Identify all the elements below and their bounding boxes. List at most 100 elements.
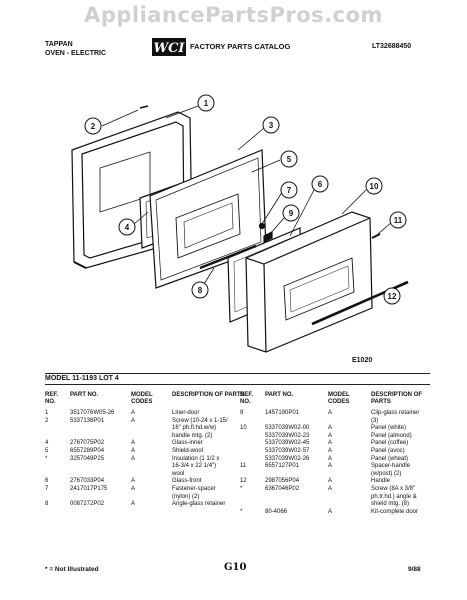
- model-code-cell: A: [328, 432, 333, 439]
- description-cell: Liner-door: [172, 410, 200, 416]
- description-cell: Clip-glass retainer (3): [371, 410, 420, 424]
- table-row: 12 2987056P04 A Handle: [240, 478, 444, 486]
- col-description: DESCRIPTION OF PARTS: [172, 392, 245, 398]
- model-code-cell: A: [328, 478, 333, 485]
- table-row: 5337039W02-45 A Panel (coffee): [240, 440, 444, 448]
- catalog-number: LT32688450: [372, 43, 412, 50]
- col-part-no: PART NO.: [70, 392, 99, 398]
- description-cell: Screw (10-24 x 1-15/ 16" ph.fl.hd.w/w) h…: [172, 417, 228, 439]
- model-line: MODEL 11-1193 LOT 4: [45, 375, 119, 382]
- catalog-title: FACTORY PARTS CATALOG: [190, 42, 291, 51]
- callout-7: 7: [287, 186, 292, 195]
- col-description: DESCRIPTION OF PARTS: [371, 392, 423, 405]
- model-code-cell: A: [328, 508, 333, 515]
- col-model-codes: MODEL CODES: [131, 392, 153, 405]
- spacer-handle: [371, 233, 381, 239]
- angle-glass-retainer: [199, 244, 257, 270]
- model-code-cell: A: [328, 447, 333, 454]
- callout-10: 10: [370, 182, 379, 191]
- callout-11: 11: [394, 216, 403, 225]
- ref-no-cell: *: [240, 485, 243, 492]
- ref-no-cell: [240, 433, 265, 441]
- model-code-cell: A: [131, 485, 136, 492]
- exploded-door-diagram: 1 2 3 4 5 6 7 8 9 10 11 12 E1020: [71, 94, 409, 364]
- table-row: 7 2417017P175 A Fastener-spacer (nylon) (2): [45, 486, 250, 501]
- ref-no-cell: 5: [45, 447, 49, 454]
- callout-8: 8: [198, 286, 203, 295]
- part-no-cell: 80-4066: [265, 508, 288, 515]
- divider-top: [45, 373, 430, 374]
- description-cell: Panel (avoc): [371, 447, 405, 454]
- description-cell: Panel (wheat): [371, 455, 409, 462]
- part-no-cell: 2987056P04: [265, 478, 300, 485]
- ref-no-cell: [240, 440, 265, 448]
- part-no-cell: 3257049P25: [70, 455, 105, 462]
- ref-no-cell: 12: [240, 478, 247, 485]
- ref-no-cell: 2: [45, 417, 49, 424]
- model-code-cell: A: [131, 447, 136, 454]
- parts-table-left: REF. NO. PART NO. MODEL CODES DESCRIPTIO…: [45, 392, 250, 509]
- description-cell: Spacer-handle (w/post) (2): [371, 463, 411, 477]
- part-no-cell: 2767033P04: [70, 478, 105, 485]
- description-cell: Panel (coffee): [371, 440, 409, 447]
- description-cell: Angle-glass retainer: [172, 501, 226, 508]
- watermark: AppliancePartsPros.com: [84, 3, 383, 27]
- ref-no-cell: [240, 456, 265, 464]
- col-ref-no: REF. NO.: [45, 392, 59, 405]
- callout-1: 1: [204, 99, 209, 108]
- description-cell: Kit-complete door: [371, 508, 419, 515]
- description-cell: Screw (8A x 3/8" ph.tr.hd.) angle & shie…: [371, 485, 417, 508]
- logo-text: WCI: [153, 41, 185, 56]
- ref-no-cell: 10: [240, 425, 247, 432]
- model-code-cell: A: [131, 417, 136, 424]
- ref-no-cell: 9: [240, 410, 244, 416]
- part-no-cell: 3517076W05-26: [70, 410, 115, 416]
- description-cell: Shield-wool: [172, 447, 204, 454]
- fastener-spacer: [258, 222, 266, 230]
- part-no-cell: 5337039W02-00: [265, 425, 310, 432]
- product-type: OVEN - ELECTRIC: [45, 50, 107, 57]
- part-no-cell: 5337039W02-23: [265, 432, 310, 439]
- ref-no-cell: 6: [45, 478, 49, 485]
- part-no-cell: 6557127P01: [265, 463, 300, 470]
- clip-glass-retainer: [263, 231, 273, 243]
- part-no-cell: 1457190P01: [265, 410, 300, 416]
- model-code-cell: A: [131, 455, 136, 462]
- ref-no-cell: 8: [45, 501, 49, 508]
- part-no-cell: 2417017P175: [70, 485, 108, 492]
- parts-table-right: REF. NO. PART NO. MODEL CODES DESCRIPTIO…: [240, 392, 444, 516]
- ref-no-cell: *: [45, 455, 48, 462]
- part-no-cell: 0087272P02: [70, 501, 105, 508]
- callout-4: 4: [125, 223, 130, 232]
- ref-no-cell: *: [240, 508, 243, 515]
- table-row: * 3257049P25 A Insulation (1 1/2 x 16-3/4 x…: [45, 456, 250, 479]
- figure-id: E1020: [352, 357, 372, 364]
- description-cell: Glass-front: [172, 478, 202, 485]
- description-cell: Fastener-spacer (nylon) (2): [172, 485, 216, 500]
- description-cell: Panel (almond): [371, 432, 412, 439]
- part-no-cell: 5337039W02-45: [265, 440, 310, 447]
- callout-2: 2: [91, 122, 96, 131]
- part-no-cell: 5337039W02-26: [265, 455, 310, 462]
- callout-6: 6: [318, 180, 323, 189]
- table-row: 5337039W02-23 A Panel (almond): [240, 433, 444, 441]
- catalog-date: 9/88: [408, 566, 421, 573]
- ref-no-cell: 7: [45, 485, 49, 492]
- model-code-cell: A: [328, 440, 333, 447]
- page-number: G10: [224, 562, 247, 573]
- part-no-cell: 2767075P02: [70, 440, 105, 447]
- description-cell: Handle: [371, 478, 391, 485]
- description-cell: Insulation (1 1/2 x 16-3/4 x 22 1/4") wo…: [172, 455, 220, 477]
- divider-model: [45, 384, 430, 385]
